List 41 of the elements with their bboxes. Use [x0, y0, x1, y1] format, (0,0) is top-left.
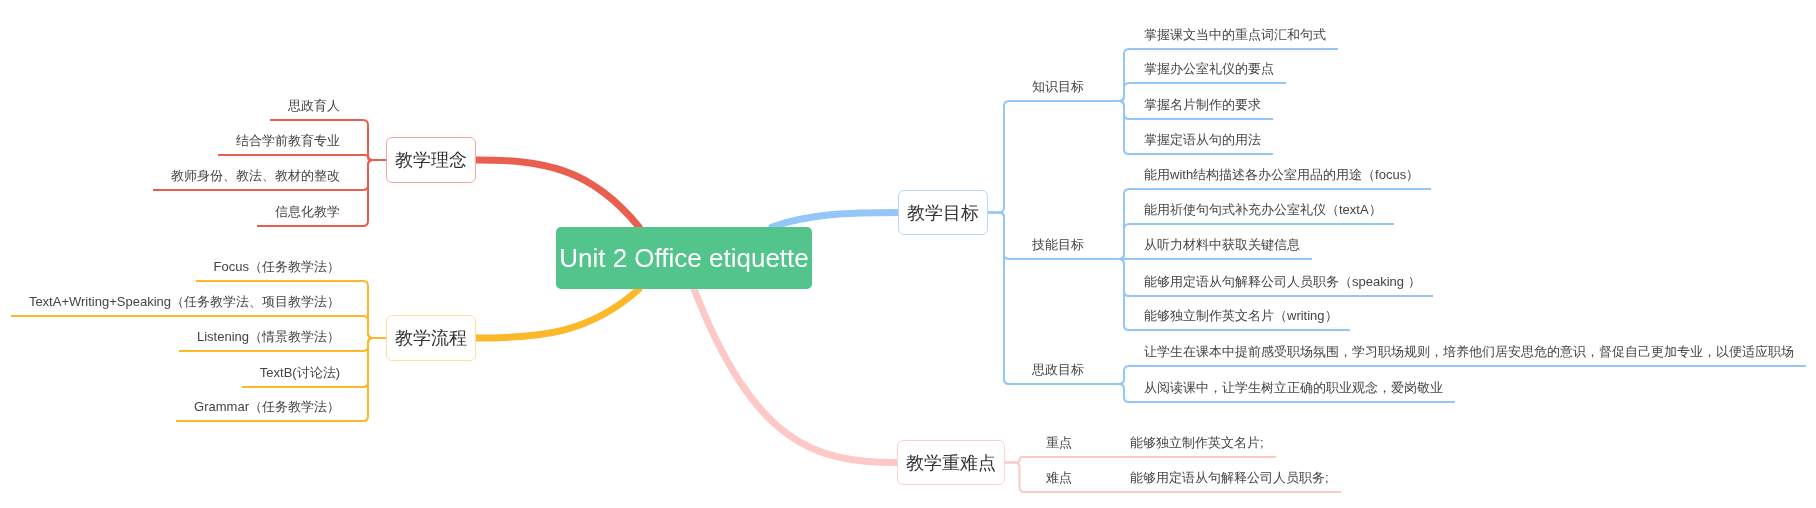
topic-box: 教学理念: [386, 137, 476, 183]
leaf-topic: Focus（任务教学法）: [195, 256, 350, 282]
topic-box: 教学目标: [898, 190, 988, 235]
subtopic: 思政目标: [1020, 359, 1114, 385]
leaf-topic: 结合学前教育专业: [218, 130, 350, 156]
leaf-topic: 掌握课文当中的重点词汇和句式: [1134, 24, 1338, 50]
connector-line: [1113, 100, 1135, 155]
subtopic: 知识目标: [1020, 76, 1114, 102]
central-topic: Unit 2 Office etiquette: [556, 227, 812, 289]
leaf-topic: TextA+Writing+Speaking（任务教学法、项目教学法）: [10, 291, 350, 317]
topic-box: 教学流程: [386, 315, 476, 361]
topic-box: 教学重难点: [897, 440, 1005, 485]
leaf-topic: 能用with结构描述各办公室用品的用途（focus）: [1134, 164, 1432, 190]
leaf-topic: 从阅读课中，让学生树立正确的职业观念，爱岗敬业: [1134, 377, 1455, 403]
leaf-topic: 能够独立制作英文名片（writing）: [1134, 305, 1350, 331]
leaf-topic: 掌握办公室礼仪的要点: [1134, 58, 1286, 84]
connector-line: [1109, 456, 1121, 458]
leaf-topic: 掌握定语从句的用法: [1134, 129, 1273, 155]
connector-line: [987, 211, 1021, 385]
connector-line: [1004, 461, 1035, 493]
leaf-topic: TextB(讨论法): [241, 362, 350, 388]
connector-line: [1113, 258, 1135, 331]
leaf-topic: 教师身份、教法、教材的整改: [153, 165, 350, 191]
subtopic: 难点: [1034, 467, 1110, 493]
leaf-topic: Listening（情景教学法）: [178, 326, 350, 352]
leaf-topic: 能够用定语从句解释公司人员职务;: [1120, 467, 1341, 493]
leaf-topic: 掌握名片制作的要求: [1134, 94, 1273, 120]
connector-line: [1113, 383, 1135, 403]
leaf-topic: 让学生在课本中提前感受职场氛围，学习职场规则，培养他们居安思危的意识，督促自己更加专业，以便适应职场: [1134, 341, 1806, 367]
leaf-topic: 信息化教学: [257, 201, 350, 227]
leaf-topic: 能够独立制作英文名片;: [1120, 432, 1276, 458]
leaf-topic: 从听力材料中获取关键信息: [1134, 234, 1312, 260]
leaf-topic: Grammar（任务教学法）: [176, 396, 350, 422]
leaf-topic: 能用祈使句句式补充办公室礼仪（textA）: [1134, 199, 1394, 225]
connector-line: [349, 159, 387, 227]
connector-line: [349, 337, 387, 422]
subtopic: 重点: [1034, 432, 1110, 458]
connector-line: [1109, 491, 1121, 493]
subtopic: 技能目标: [1020, 234, 1114, 260]
leaf-topic: 思政育人: [270, 95, 350, 121]
leaf-topic: 能够用定语从句解释公司人员职务（speaking ）: [1134, 271, 1433, 297]
